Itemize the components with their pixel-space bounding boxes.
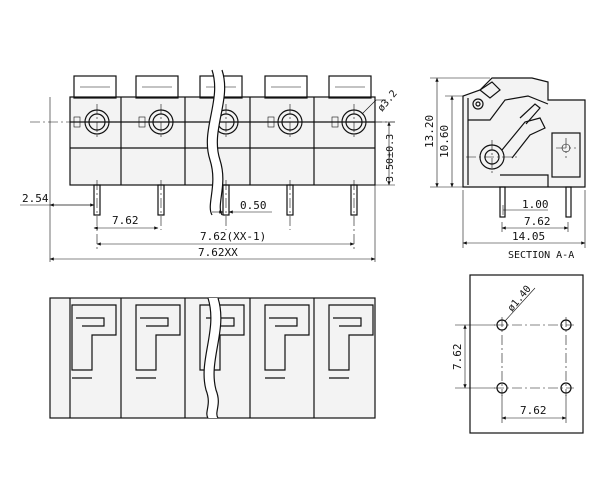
dim-2-54: 2.54 <box>22 192 49 205</box>
dim-depth: 14.05 <box>512 230 545 243</box>
dim-pin-offset: 1.00 <box>522 198 549 211</box>
dim-pcb-hole: ø1.40 <box>506 284 534 314</box>
dim-pcb-pitch-v: 7.62 <box>451 344 464 371</box>
pcb-outline <box>469 274 584 434</box>
pcb-layout: ø1.40 7.62 7.62 <box>451 274 584 434</box>
bottom-break-line <box>203 297 222 419</box>
break-line <box>206 69 226 216</box>
dim-pitch-7-62: 7.62 <box>112 214 139 227</box>
section-body <box>462 77 586 188</box>
latch-shapes <box>71 304 374 379</box>
dim-span-total: 7.62XX <box>198 246 238 259</box>
bottom-view <box>49 297 376 419</box>
front-view: 2.54 7.62 0.50 7.62(XX-1) 7.62XX ø3.2 3.… <box>20 69 400 262</box>
pcb-holes <box>494 317 574 396</box>
dim-hole-dia: ø3.2 <box>376 88 400 114</box>
section-view: 13.20 10.60 1.00 7.62 14.05 SECTION A-A <box>423 77 586 261</box>
section-label: SECTION A-A <box>508 250 574 261</box>
dim-side-pitch: 7.62 <box>524 215 551 228</box>
dim-span-inner: 7.62(XX-1) <box>200 230 266 243</box>
dim-hole-height: 3.50±0.3 <box>385 134 396 182</box>
dim-pin-width: 0.50 <box>240 199 267 212</box>
dim-height-total: 13.20 <box>423 115 436 148</box>
dim-pcb-pitch-h: 7.62 <box>520 404 547 417</box>
dim-height-body: 10.60 <box>438 125 451 158</box>
